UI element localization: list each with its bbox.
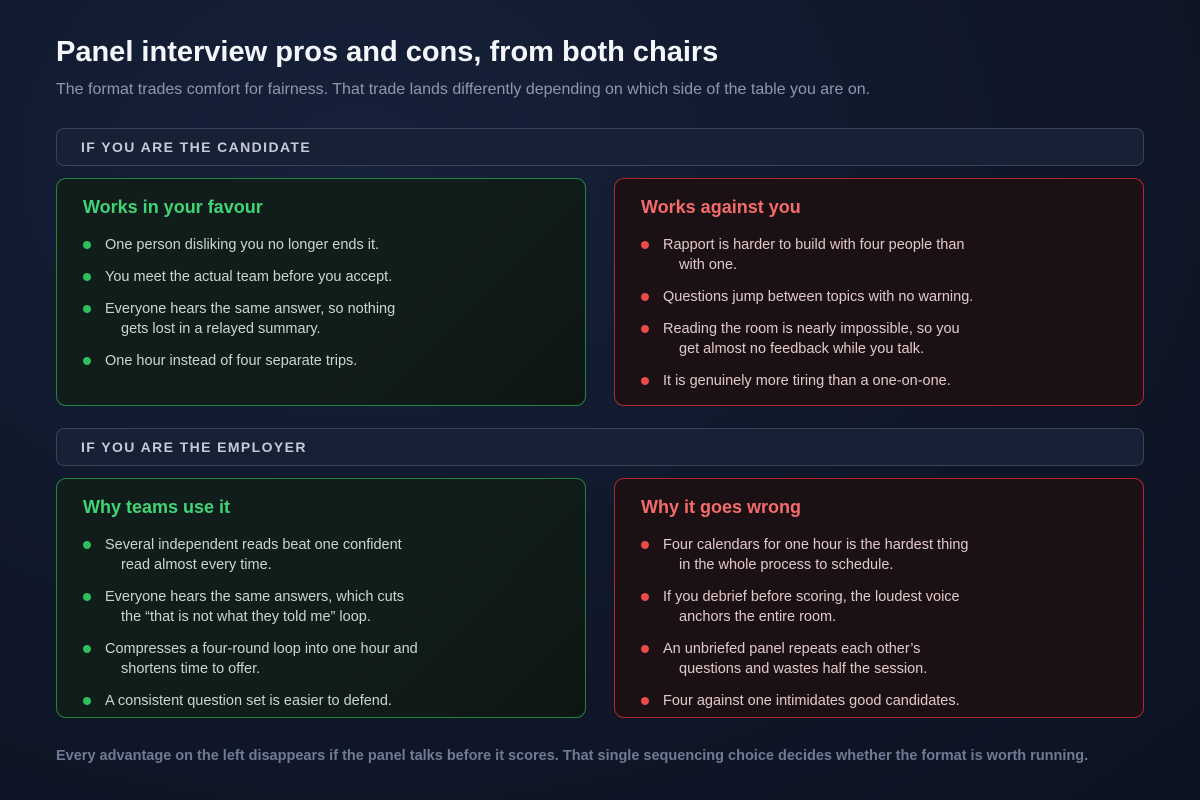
- bullet-icon: [641, 241, 649, 249]
- bullet-icon: [641, 293, 649, 301]
- list-item: Reading the room is nearly impossible, s…: [641, 319, 981, 359]
- page-title: Panel interview pros and cons, from both…: [56, 36, 719, 68]
- section-candidate: IF YOU ARE THE CANDIDATE: [56, 128, 1144, 166]
- list-item: It is genuinely more tiring than a one-o…: [641, 371, 981, 391]
- bullet-icon: [83, 305, 91, 313]
- list-item: Compresses a four-round loop into one ho…: [83, 639, 423, 679]
- list-item: Four calendars for one hour is the harde…: [641, 535, 981, 575]
- page-subtitle: The format trades comfort for fairness. …: [56, 81, 871, 98]
- panel-title: Why it goes wrong: [641, 497, 801, 517]
- list-item: If you debrief before scoring, the loude…: [641, 587, 981, 627]
- pros-list: One person disliking you no longer ends …: [83, 235, 559, 371]
- bullet-icon: [641, 593, 649, 601]
- bullet-icon: [641, 541, 649, 549]
- list-item: You meet the actual team before you acce…: [83, 267, 423, 287]
- bullet-icon: [83, 541, 91, 549]
- cons-list: Rapport is harder to build with four peo…: [641, 235, 1117, 391]
- bullet-icon: [641, 697, 649, 705]
- section-employer: IF YOU ARE THE EMPLOYER: [56, 428, 1144, 466]
- list-item: One person disliking you no longer ends …: [83, 235, 423, 255]
- panel-title: Works against you: [641, 197, 801, 217]
- section-label: IF YOU ARE THE EMPLOYER: [81, 439, 307, 455]
- list-item: An unbriefed panel repeats each other’s …: [641, 639, 981, 679]
- bullet-icon: [83, 357, 91, 365]
- panel-title: Why teams use it: [83, 497, 231, 517]
- bullet-icon: [641, 377, 649, 385]
- list-item: Everyone hears the same answer, so nothi…: [83, 299, 423, 339]
- footer-note: Every advantage on the left disappears i…: [56, 748, 1089, 764]
- candidate-pros-panel: Works in your favour One person dislikin…: [56, 178, 586, 406]
- panel-title: Works in your favour: [83, 197, 263, 217]
- section-label: IF YOU ARE THE CANDIDATE: [81, 139, 312, 155]
- bullet-icon: [641, 325, 649, 333]
- list-item: Questions jump between topics with no wa…: [641, 287, 981, 307]
- bullet-icon: [83, 273, 91, 281]
- list-item: Rapport is harder to build with four peo…: [641, 235, 981, 275]
- list-item: Four against one intimidates good candid…: [641, 691, 981, 711]
- list-item: Everyone hears the same answers, which c…: [83, 587, 423, 627]
- pros-list: Several independent reads beat one confi…: [83, 535, 559, 711]
- bullet-icon: [83, 697, 91, 705]
- bullet-icon: [83, 645, 91, 653]
- list-item: One hour instead of four separate trips.: [83, 351, 423, 371]
- bullet-icon: [83, 593, 91, 601]
- bullet-icon: [83, 241, 91, 249]
- bullet-icon: [641, 645, 649, 653]
- cons-list: Four calendars for one hour is the harde…: [641, 535, 1117, 711]
- list-item: A consistent question set is easier to d…: [83, 691, 423, 711]
- list-item: Several independent reads beat one confi…: [83, 535, 423, 575]
- employer-pros-panel: Why teams use it Several independent rea…: [56, 478, 586, 718]
- candidate-cons-panel: Works against you Rapport is harder to b…: [614, 178, 1144, 406]
- employer-cons-panel: Why it goes wrong Four calendars for one…: [614, 478, 1144, 718]
